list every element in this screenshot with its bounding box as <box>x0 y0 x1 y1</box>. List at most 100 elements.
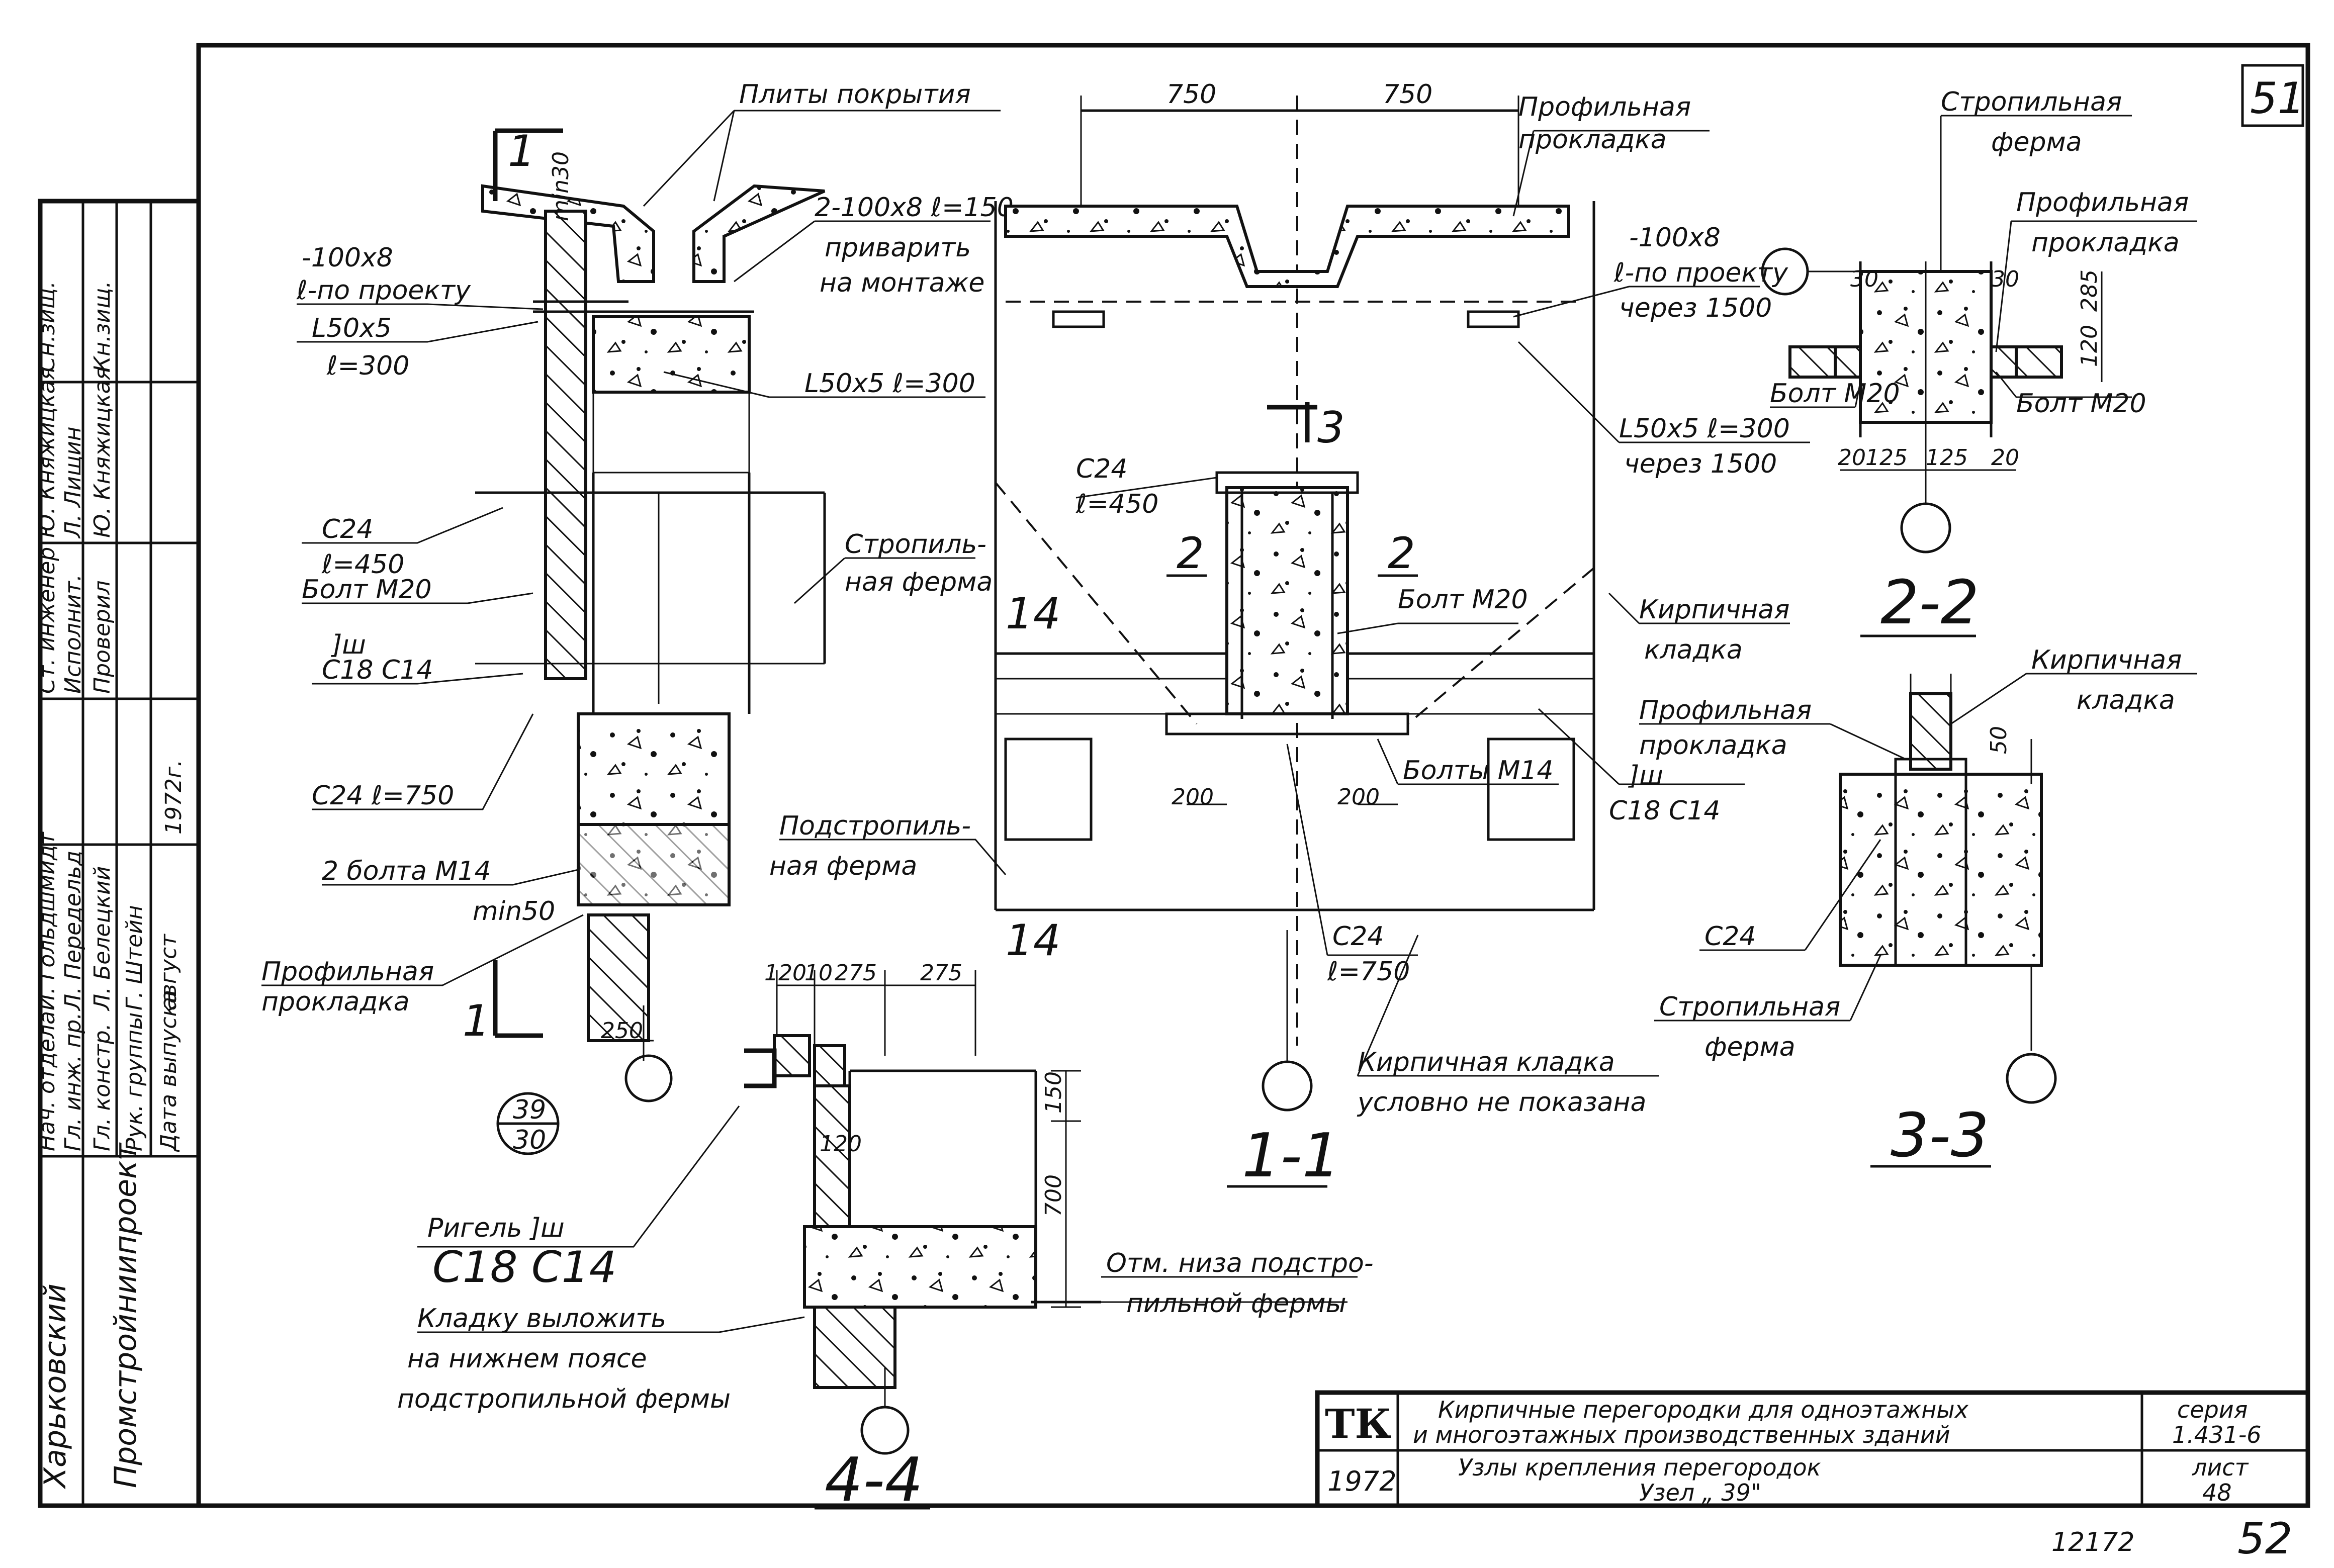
stamp2-role-2: Исполнит. <box>60 574 86 694</box>
lv-c24-750: C24 ℓ=750 <box>312 781 454 811</box>
tb-line3: Узлы крепления перегородок <box>1458 1454 1821 1481</box>
lv-gasket-b: прокладка <box>261 987 410 1017</box>
s44-level-a: Отм. низа подстро- <box>1106 1248 1374 1278</box>
tb-line2: и многоэтажных производственных зданий <box>1413 1421 1950 1448</box>
tb-line1: Кирпичные перегородки для одноэтажных <box>1438 1396 1969 1423</box>
s44-girder-b: C18 C14 <box>432 1242 616 1293</box>
s11-c24-c: C24 <box>1332 921 1384 952</box>
s11-channel-b: C18 C14 <box>1609 796 1720 826</box>
s22-d125a: 125 <box>1865 445 1908 471</box>
lv-truss-a: Стропиль- <box>845 529 986 560</box>
s33-truss-b: ферма <box>1704 1032 1796 1062</box>
lv-weld-c: на монтаже <box>820 268 984 298</box>
stamp-role-2: Гл. инж. пр. <box>60 1012 86 1151</box>
s22-d285: 285 <box>2077 269 2102 312</box>
tb-sheet-value: 48 <box>2202 1479 2232 1506</box>
section-3-3: Кирпичная кладка Профильная прокладка 50… <box>1639 645 2197 1171</box>
s11-channel-a: ]ш <box>1628 761 1663 791</box>
section-1-1: 750 750 Профильная прокладка -100x8 ℓ-по… <box>994 79 1981 1191</box>
s22-bolt-a: Болт М20 <box>1770 379 1900 409</box>
stamp-name-5: август <box>156 934 182 1010</box>
s44-d10: 10 <box>804 960 833 986</box>
s11-c24-b: ℓ=450 <box>1075 489 1158 519</box>
s11-title: 1-1 <box>1242 1121 1340 1191</box>
s11-dim-750a: 750 <box>1166 79 1216 110</box>
s33-d50: 50 <box>1986 726 2012 754</box>
s22-d20b: 20 <box>1991 445 2019 471</box>
lv-c24-a: C24 <box>322 514 373 544</box>
stamp-role-1: Нач. отдела <box>34 1011 60 1151</box>
s44-level-b: пильной фермы <box>1126 1288 1346 1319</box>
s22-title: 2-2 <box>1880 568 1979 638</box>
lv-angle2: L50x5 ℓ=300 <box>804 368 975 399</box>
s11-dim-750b: 750 <box>1383 79 1432 110</box>
s44-note-c: подстропильной фермы <box>397 1384 731 1414</box>
lv-subtruss-a: Подстропиль- <box>779 811 971 841</box>
lv-min30: min30 <box>548 151 574 221</box>
stamp-name-4: Г. Штейн <box>122 905 147 1010</box>
stamp-org-1: Харьковский <box>38 1283 73 1490</box>
s44-d275b: 275 <box>920 960 962 986</box>
s22-d30b: 30 <box>1991 266 2019 292</box>
stamp-role-3: Гл. констр. <box>89 1023 115 1151</box>
lv-min50: min50 <box>473 896 555 927</box>
s33-gasket-a: Профильная <box>1639 695 1812 725</box>
lv-gasket-a: Профильная <box>261 957 434 987</box>
s22-gasket-a: Профильная <box>2016 188 2189 218</box>
left-view: 1 1 39 30 Плиты покрытия min30 -100x8 ℓ- <box>261 79 1014 1155</box>
lv-bolts-m14: 2 болта М14 <box>322 856 491 886</box>
s44-d120b: 120 <box>820 1131 862 1157</box>
stamp-name-3: Л. Белецкий <box>89 866 115 1011</box>
stamp2-name-2: Л. Лищин <box>60 426 86 539</box>
s11-gasket-b: прокладка <box>1518 125 1667 155</box>
tb-sheet-label: лист <box>2192 1454 2249 1481</box>
s33-truss-a: Стропильная <box>1659 992 1840 1022</box>
page-number: 51 <box>2250 73 2305 124</box>
s11-gasket-a: Профильная <box>1518 92 1691 122</box>
left-stamp: Нач. отдела И. Гольдшмидт Гл. инж. пр. Л… <box>34 199 201 1508</box>
s33-c24: C24 <box>1704 921 1756 952</box>
lv-channel-b: C18 C14 <box>322 655 433 685</box>
section-4-4: 120 10 275 275 150 700 120 Ригель ]ш C18… <box>397 960 1374 1515</box>
lv-truss-b: ная ферма <box>845 567 993 597</box>
s11-dim-200a: 200 <box>1172 784 1214 810</box>
lv-plates: Плиты покрытия <box>739 79 971 110</box>
s11-note-b: условно не показана <box>1357 1087 1646 1118</box>
s22-bolt-b: Болт М20 <box>2016 389 2146 419</box>
s11-brick-a: Кирпичная <box>1639 595 1789 625</box>
lv-c24-b: ℓ=450 <box>321 549 404 580</box>
s11-strip-b: ℓ-по проекту <box>1613 258 1788 288</box>
lv-angle1-a: L50x5 <box>312 313 392 343</box>
lv-strip1-a: -100x8 <box>302 243 393 273</box>
tb-series-label: серия <box>2177 1396 2248 1423</box>
s22-d30a: 30 <box>1850 266 1878 292</box>
s33-brick-b: кладка <box>2077 685 2175 715</box>
stamp-org-2: Промстройниипроект <box>108 1142 143 1488</box>
tb-series-value: 1.431-6 <box>2172 1421 2262 1448</box>
s11-mark-2b: 2 <box>1388 528 1415 579</box>
s44-title: 4-4 <box>825 1445 923 1515</box>
s33-title: 3-3 <box>1891 1101 1989 1171</box>
s22-truss-b: ферма <box>1991 127 2082 157</box>
s11-mark-14a: 14 <box>1006 589 1060 639</box>
lv-weld-b: приварить <box>825 233 971 263</box>
tb-line4: Узел „ 39" <box>1639 1479 1761 1506</box>
s22-gasket-b: прокладка <box>2031 228 2180 258</box>
s44-d150: 150 <box>1041 1071 1066 1114</box>
s11-mark-14b: 14 <box>1006 915 1060 966</box>
stamp2-name-3: Ю. Княжицкая <box>89 367 115 538</box>
s11-strip-c: через 1500 <box>1619 293 1772 323</box>
bottom-page: 52 <box>2237 1514 2292 1564</box>
stamp2-role-1: Ст. инженер <box>34 547 60 694</box>
s44-note-a: Кладку выложить <box>417 1304 666 1334</box>
s44-d700: 700 <box>1041 1174 1066 1217</box>
stamp2-name-1: Ю. Княжицкая <box>34 367 60 538</box>
lv-strip1-b: ℓ-по проекту <box>296 275 471 306</box>
s22-truss-a: Стропильная <box>1941 87 2122 117</box>
s11-mark-2a: 2 <box>1177 528 1204 579</box>
lv-subtruss-b: ная ферма <box>769 851 917 881</box>
stamp-year: 1972г. <box>161 760 187 835</box>
lv-weld-a: 2-100x8 ℓ=150 <box>815 193 1014 223</box>
s11-brick-b: кладка <box>1644 635 1743 665</box>
